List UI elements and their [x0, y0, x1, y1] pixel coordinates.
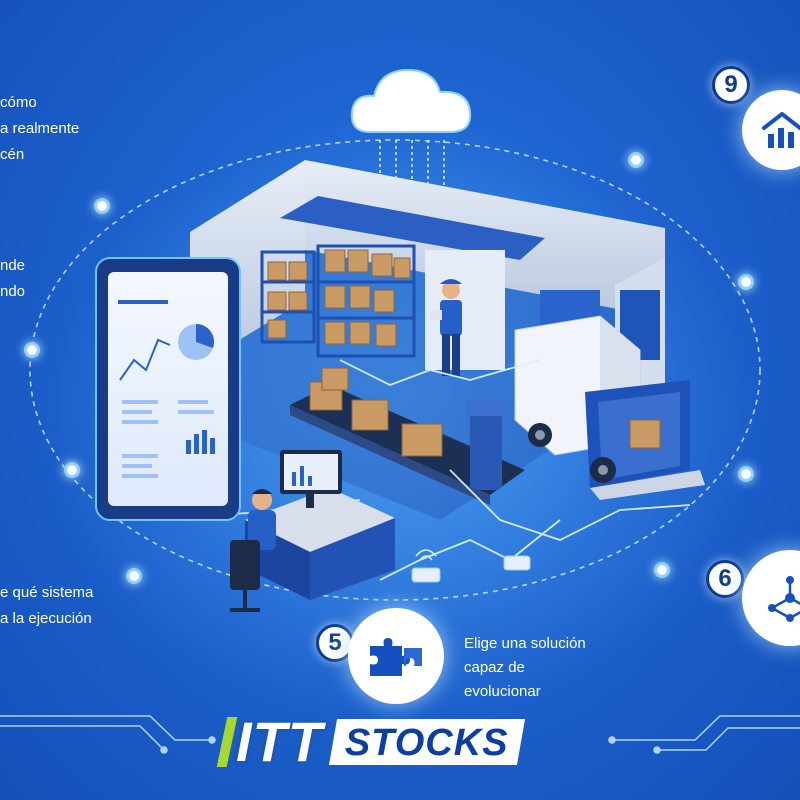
step-5-text: Elige una solución capaz de evolucionar: [464, 632, 586, 704]
logo-stocks-text: STOCKS: [344, 722, 509, 764]
left-text-bottom: e qué sistema a la ejecución: [0, 580, 93, 632]
dashed-orbit: [29, 139, 761, 601]
orbit-node: [628, 152, 644, 168]
orbit-node: [738, 466, 754, 482]
left-text-line: ndo: [0, 283, 26, 300]
orbit-node: [64, 462, 80, 478]
left-text-line: cén: [0, 146, 25, 163]
left-text-line: cómo: [0, 94, 37, 111]
step-9-icon-circle: [742, 90, 800, 170]
orbit-node: [126, 568, 142, 584]
desk-workstation: [230, 450, 395, 612]
left-text-line: e qué sistema: [0, 584, 94, 601]
orbit-node: [654, 562, 670, 578]
left-text-middle: nde ndo: [0, 253, 25, 305]
step-9-badge: 9: [712, 66, 750, 104]
network-nodes-icon: [768, 576, 800, 622]
step-5-badge: 5: [316, 624, 354, 662]
router-device: [411, 549, 531, 583]
step-5-text-line: capaz de: [464, 659, 525, 676]
delivery-truck: [514, 315, 705, 500]
left-text-line: a la ejecución: [0, 610, 92, 627]
puzzle-icon: [370, 638, 422, 676]
step-6-badge: 6: [706, 560, 744, 598]
tablet-dashboard: [95, 257, 241, 521]
shelving: [260, 244, 416, 358]
left-text-line: a realmente: [0, 120, 80, 137]
worker-figure: [430, 279, 462, 376]
itt-stocks-logo: ITT STOCKS: [216, 710, 552, 773]
circuit-lines: [0, 715, 800, 754]
warehouse-chart-icon: [762, 112, 800, 148]
step-5-text-line: Elige una solución: [464, 635, 586, 652]
left-text-line: nde: [0, 257, 26, 274]
conveyor-belt: [290, 367, 525, 505]
orbit-node: [24, 342, 40, 358]
orbit-node: [94, 198, 110, 214]
step-5-icon-circle: [348, 608, 444, 704]
logo-stocks-box: STOCKS: [328, 719, 525, 765]
step-5-text-line: evolucionar: [464, 683, 541, 700]
logo-itt-text: ITT: [236, 710, 323, 773]
left-text-top: cómo a realmente cén: [0, 90, 79, 168]
orbit-node: [738, 274, 754, 290]
